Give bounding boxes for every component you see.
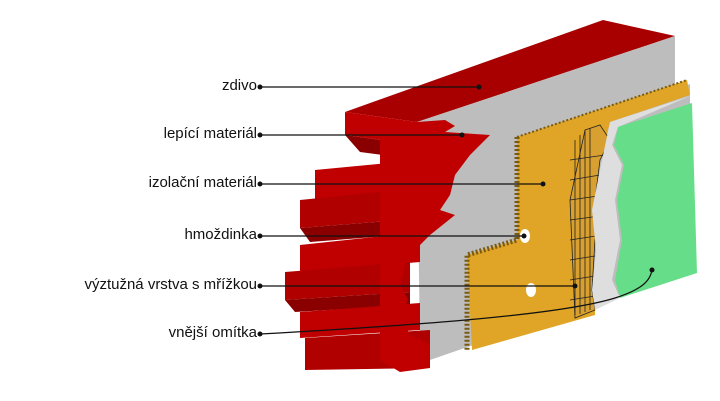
label-masonry: zdivo bbox=[221, 77, 257, 94]
anchor-icon bbox=[526, 283, 536, 297]
masonry-top-face bbox=[345, 20, 675, 122]
plaster-layer bbox=[592, 96, 690, 310]
masonry-bricks bbox=[285, 112, 490, 372]
render-panel bbox=[614, 103, 697, 298]
label-render: vnější omítka bbox=[168, 324, 257, 341]
leader-lines bbox=[259, 86, 653, 335]
label-mesh-layer: výztužná vrstva s mřížkou bbox=[84, 276, 257, 293]
leader-dots bbox=[257, 84, 655, 337]
label-adhesive: lepící materiál bbox=[163, 125, 257, 142]
label-insulation: izolační materiál bbox=[148, 174, 257, 191]
label-anchor: hmoždinka bbox=[184, 226, 257, 243]
